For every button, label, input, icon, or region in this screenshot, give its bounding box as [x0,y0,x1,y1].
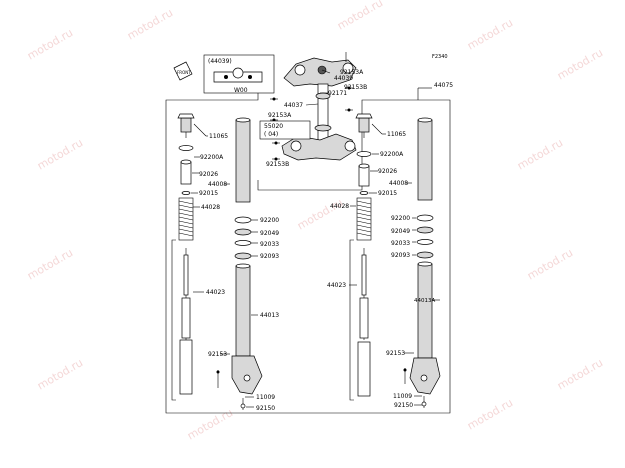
watermark-1: motod.ru [25,26,75,62]
inset-box: (44039) W00 [203,54,275,94]
label-44013-left: 44013 [260,312,279,319]
right-seal-92093 [416,251,434,259]
note-box: 55020 ( 04) [259,120,311,140]
watermark-6: motod.ru [35,136,85,172]
label-44008-left: 44008 [208,181,227,188]
right-seal-92200 [416,214,434,222]
label-92026-right: 92026 [378,168,397,175]
watermark-7: motod.ru [515,136,565,172]
left-inner-tube [235,117,251,203]
label-44075: 44075 [434,82,453,89]
right-spring [356,197,372,241]
watermark-2: motod.ru [125,6,175,42]
left-outer-tube [231,263,263,395]
left-damper-rod [179,248,193,395]
left-seal-92093 [234,252,252,260]
watermark-4: motod.ru [465,16,515,52]
note-part-label: 55020 [264,123,283,130]
label-92033-left: 92033 [260,241,279,248]
left-fork [177,113,263,410]
label-92150-right: 92150 [394,402,413,409]
label-44028-left: 44028 [201,204,220,211]
right-oring [356,151,372,157]
label-92200A-right: 92200A [380,151,404,158]
right-bracket-line [349,239,354,401]
label-44028-right: 44028 [330,203,349,210]
label-11065-left: 11065 [209,133,228,140]
label-92093-right: 92093 [391,252,410,259]
label-44023-left: 44023 [206,289,225,296]
label-92153B-b: 92153B [266,161,289,168]
label-92153B-top: 92153B [344,84,367,91]
label-92015-left: 92015 [199,190,218,197]
note-qty-label: ( 04) [264,131,278,138]
inset-tag-label: W00 [234,87,248,94]
label-92200-right: 92200 [391,215,410,222]
right-damper-rod [357,248,371,397]
label-44013A-right: 44013A [414,298,435,304]
upper-triple-clamp [283,57,357,87]
lower-triple-clamp [281,133,357,161]
label-11009-right: 11009 [393,393,412,400]
left-seal-92200 [234,216,252,224]
watermark-10: motod.ru [35,356,85,392]
right-outer-tube [409,261,441,395]
right-spacer [358,165,370,187]
right-inner-tube [417,117,433,201]
front-arrow-icon: FRONT [173,61,193,81]
figure-code: F2340 [432,54,448,60]
label-92049-left: 92049 [260,230,279,237]
left-oring [178,145,194,151]
watermark-5: motod.ru [555,46,605,82]
left-spring [178,197,194,241]
watermark-11: motod.ru [185,406,235,442]
left-fork-cap [177,113,195,138]
left-bracket-line [171,239,176,401]
watermark-9: motod.ru [525,246,575,282]
right-fork [355,113,441,408]
label-92015-right: 92015 [378,190,397,197]
label-44008-right: 44008 [389,180,408,187]
label-44037: 44037 [284,102,303,109]
right-seal-92049 [416,226,434,234]
assembly-boundary [165,90,451,414]
label-92033-right: 92033 [391,240,410,247]
label-92153-right: 92153 [386,350,405,357]
label-92171: 92171 [328,90,347,97]
left-clip-92033 [234,240,252,246]
label-92093-left: 92093 [260,253,279,260]
watermark-13: motod.ru [295,196,345,232]
label-44023-right: 44023 [327,282,346,289]
label-92150-left: 92150 [256,405,275,412]
label-92026-left: 92026 [199,171,218,178]
label-11065-right: 11065 [387,131,406,138]
label-92153A: 92153A [340,69,364,76]
label-44039: 44039 [334,75,353,82]
watermark-3: motod.ru [335,0,385,33]
label-92153-left: 92153 [208,351,227,358]
right-fork-cap [355,113,373,138]
label-92049-right: 92049 [391,228,410,235]
right-clip-92033 [416,239,434,245]
inset-part-label: (44039) [208,58,232,65]
left-seal-92049 [234,228,252,236]
left-spacer [180,161,192,185]
watermark-14: motod.ru [555,356,605,392]
label-11009-left: 11009 [256,394,275,401]
svg-text:FRONT: FRONT [177,70,191,75]
label-92200-left: 92200 [260,217,279,224]
watermark-12: motod.ru [465,396,515,432]
label-92153A-b: 92153A [268,112,292,119]
label-92200A-left: 92200A [200,154,224,161]
watermark-8: motod.ru [25,246,75,282]
